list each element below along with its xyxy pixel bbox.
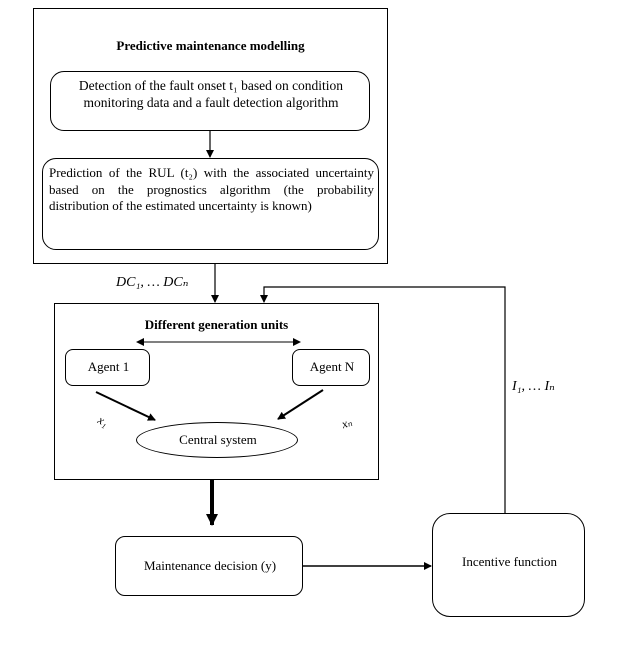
agent-n-label: Agent N (309, 359, 355, 374)
predictive-maintenance-title: Predictive maintenance modelling (116, 38, 305, 53)
incentive-function-box: Incentive function (432, 513, 585, 617)
incentive-function-label: Incentive function (462, 554, 557, 569)
fault-detection-text: Detection of the fault onset t₁ based on… (78, 78, 344, 111)
agent-n-box: Agent N (292, 349, 370, 386)
dc-label: DC₁, … DCₙ (116, 275, 189, 290)
rul-prediction-box: Prediction of the RUL (t₂) with the asso… (42, 158, 379, 250)
arrow-agent1-to-central (95, 391, 156, 421)
arrow-agentn-to-central (277, 389, 324, 420)
central-system-ellipse: Central system (136, 422, 298, 458)
generation-units-title: Different generation units (144, 317, 289, 332)
agent-1-box: Agent 1 (65, 349, 150, 386)
arrow-incentive-feedback (260, 286, 506, 513)
maintenance-decision-box: Maintenance decision (y) (115, 536, 303, 596)
incentive-label: I₁, … Iₙ (512, 379, 555, 394)
fault-detection-box: Detection of the fault onset t₁ based on… (50, 71, 370, 131)
rul-prediction-text: Prediction of the RUL (t₂) with the asso… (49, 165, 374, 214)
maintenance-decision-label: Maintenance decision (y) (143, 558, 277, 573)
agent-1-label: Agent 1 (87, 359, 130, 374)
central-system-label: Central system (179, 432, 257, 447)
